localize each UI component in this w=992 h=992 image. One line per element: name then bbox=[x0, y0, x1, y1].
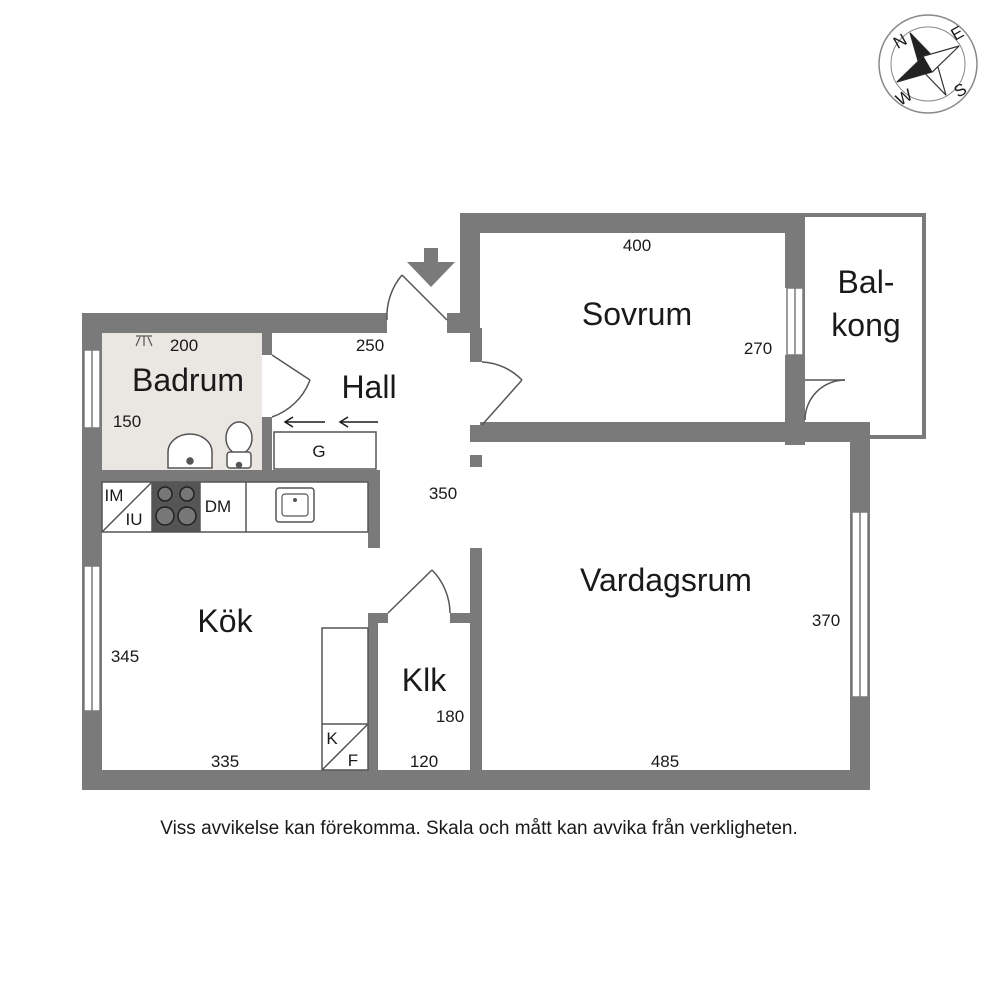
windows bbox=[83, 287, 869, 712]
dim-vardagsrum-depth: 370 bbox=[812, 611, 840, 630]
room-label-kok: Kök bbox=[197, 603, 253, 639]
dim-hall-depth: 350 bbox=[429, 484, 457, 503]
dim-badrum-width: 200 bbox=[170, 336, 198, 355]
dim-hall-width: 250 bbox=[356, 336, 384, 355]
fixture-label-dm: DM bbox=[205, 497, 231, 516]
shelf-g bbox=[273, 431, 377, 470]
bathroom-fixtures bbox=[167, 421, 253, 469]
dim-kok-depth: 345 bbox=[111, 647, 139, 666]
room-label-hall: Hall bbox=[341, 369, 396, 405]
fixture-label-im: IM bbox=[105, 486, 124, 505]
room-label-balkong-2: kong bbox=[831, 307, 900, 343]
compass-needle-icon bbox=[896, 32, 960, 96]
room-label-badrum: Badrum bbox=[132, 362, 244, 398]
dim-kok-width: 335 bbox=[211, 752, 239, 771]
entrance-arrow-icon bbox=[407, 248, 455, 287]
kitchen-counter bbox=[101, 481, 369, 533]
fixture-label-g: G bbox=[312, 442, 325, 461]
fixture-label-k: K bbox=[326, 729, 338, 748]
dim-klk-width: 120 bbox=[410, 752, 438, 771]
fixture-label-f: F bbox=[348, 751, 358, 770]
hall-arrows-icon bbox=[283, 416, 378, 428]
room-label-sovrum: Sovrum bbox=[582, 296, 692, 332]
toilet-icon bbox=[225, 421, 253, 455]
compass: N E S W bbox=[878, 14, 978, 114]
dim-klk-depth: 180 bbox=[436, 707, 464, 726]
fixture-label-iu: IU bbox=[126, 510, 143, 529]
dim-badrum-depth: 150 bbox=[113, 412, 141, 431]
room-label-balkong-1: Bal- bbox=[838, 264, 895, 300]
disclaimer-text: Viss avvikelse kan förekomma. Skala och … bbox=[160, 818, 798, 839]
dim-vardagsrum-width: 485 bbox=[651, 752, 679, 771]
room-label-klk: Klk bbox=[402, 662, 447, 698]
dim-sovrum-width: 400 bbox=[623, 236, 651, 255]
fridge-freezer bbox=[321, 627, 369, 771]
room-label-vardagsrum: Vardagsrum bbox=[580, 562, 752, 598]
door-swings bbox=[271, 274, 846, 614]
sink-icon bbox=[167, 433, 213, 469]
shower-icon bbox=[135, 335, 153, 347]
dim-sovrum-depth: 270 bbox=[744, 339, 772, 358]
